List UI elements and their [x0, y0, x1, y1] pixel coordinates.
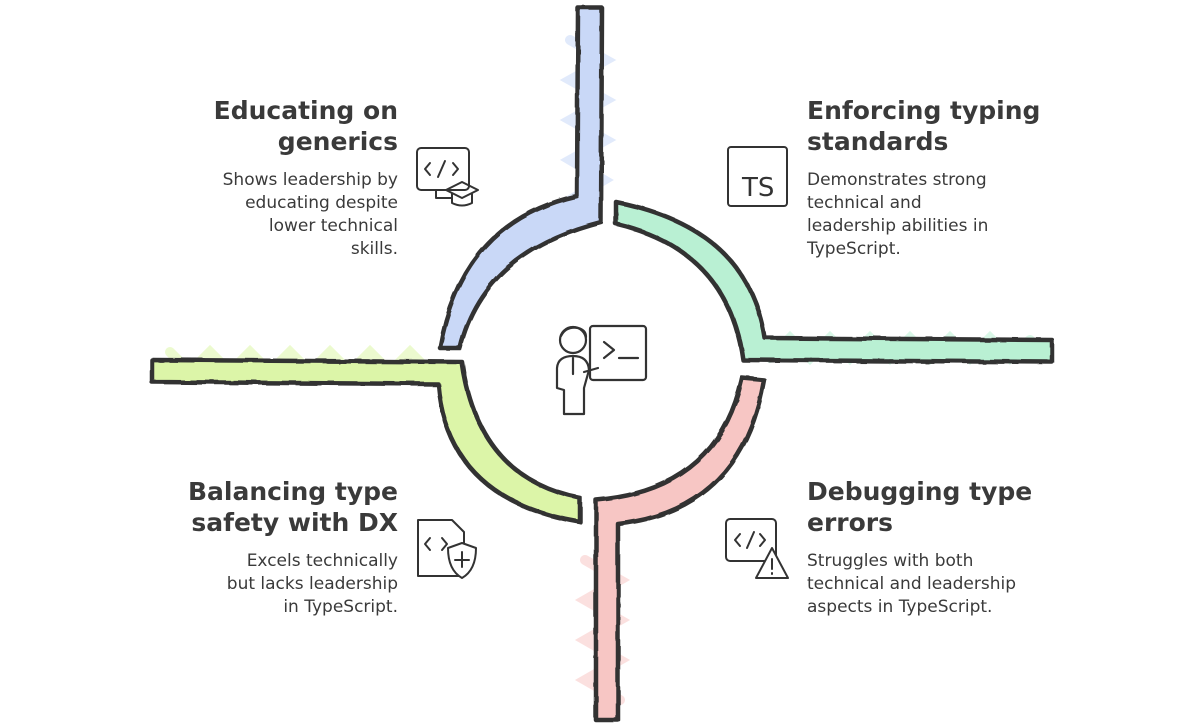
- arm-top-right: [613, 199, 1055, 365]
- graduation-cap: [445, 181, 479, 207]
- title-line: errors: [807, 508, 893, 537]
- arm-top-left: [437, 5, 605, 351]
- title-line: safety with DX: [191, 508, 398, 537]
- board-frame: [588, 324, 648, 382]
- quadrant-title: Educating on generics: [214, 95, 398, 157]
- typescript-ts-icon: TS: [727, 146, 788, 207]
- quadrant-bottom-left: Balancing type safety with DX Excels tec…: [188, 476, 398, 619]
- quadrant-description: Struggles with both technical and leader…: [807, 550, 1032, 619]
- file-code-brackets: [424, 537, 448, 551]
- code-file-shield-icon: [417, 519, 477, 579]
- desc-line: leadership abilities in: [807, 216, 989, 236]
- code-window-warning-icon: [725, 518, 789, 579]
- shield-plus: [454, 551, 470, 568]
- quadrant-description: Demonstrates strong technical and leader…: [807, 169, 1040, 261]
- desc-line: TypeScript.: [807, 239, 901, 259]
- desc-line: but lacks leadership: [226, 574, 398, 594]
- title-line: Educating on: [213, 96, 398, 125]
- desc-line: technical and: [807, 193, 922, 213]
- desc-line: Shows leadership by: [222, 170, 398, 190]
- quadrant-description: Excels technically but lacks leadership …: [188, 550, 398, 619]
- desc-line: Struggles with both: [807, 551, 974, 571]
- ts-badge-frame: [727, 146, 788, 207]
- quadrant-title: Balancing type safety with DX: [188, 476, 398, 538]
- title-line: Debugging type: [807, 477, 1033, 506]
- desc-line: Demonstrates strong: [807, 170, 987, 190]
- teacher-arm: [582, 366, 600, 374]
- desc-line: skills.: [350, 239, 398, 259]
- quadrant-top-right: Enforcing typing standards Demonstrates …: [807, 95, 1040, 261]
- teacher-body: [555, 354, 591, 416]
- window-code-brackets: [734, 531, 766, 549]
- quadrant-title: Enforcing typing standards: [807, 95, 1040, 157]
- quadrant-title: Debugging type errors: [807, 476, 1032, 538]
- monitor-screen: [416, 147, 470, 191]
- desc-line: in TypeScript.: [283, 597, 398, 617]
- quadrant-bottom-right: Debugging type errors Struggles with bot…: [807, 476, 1032, 619]
- code-window: [725, 518, 777, 562]
- desc-line: Excels technically: [246, 551, 398, 571]
- quadrant-top-left: Educating on generics Shows leadership b…: [214, 95, 398, 261]
- teacher-hair: [559, 326, 588, 339]
- ts-badge-text: TS: [741, 173, 774, 203]
- terminal-prompt: [602, 340, 616, 360]
- arm-bottom-left: [149, 357, 583, 525]
- desc-line: technical and leadership: [807, 574, 1017, 594]
- desc-line: lower technical: [268, 216, 398, 236]
- desc-line: educating despite: [245, 193, 398, 213]
- teacher-terminal-board-icon: [555, 324, 648, 416]
- title-line: Enforcing typing: [807, 96, 1041, 125]
- title-line: Balancing type: [187, 477, 398, 506]
- title-line: generics: [277, 127, 398, 156]
- quadrant-description: Shows leadership by educating despite lo…: [214, 169, 398, 261]
- desc-line: aspects in TypeScript.: [807, 597, 993, 617]
- code-brackets: [424, 160, 459, 178]
- arm-bottom-right: [593, 375, 767, 723]
- code-monitor-graduation-cap-icon: [416, 147, 479, 207]
- title-line: standards: [807, 127, 949, 156]
